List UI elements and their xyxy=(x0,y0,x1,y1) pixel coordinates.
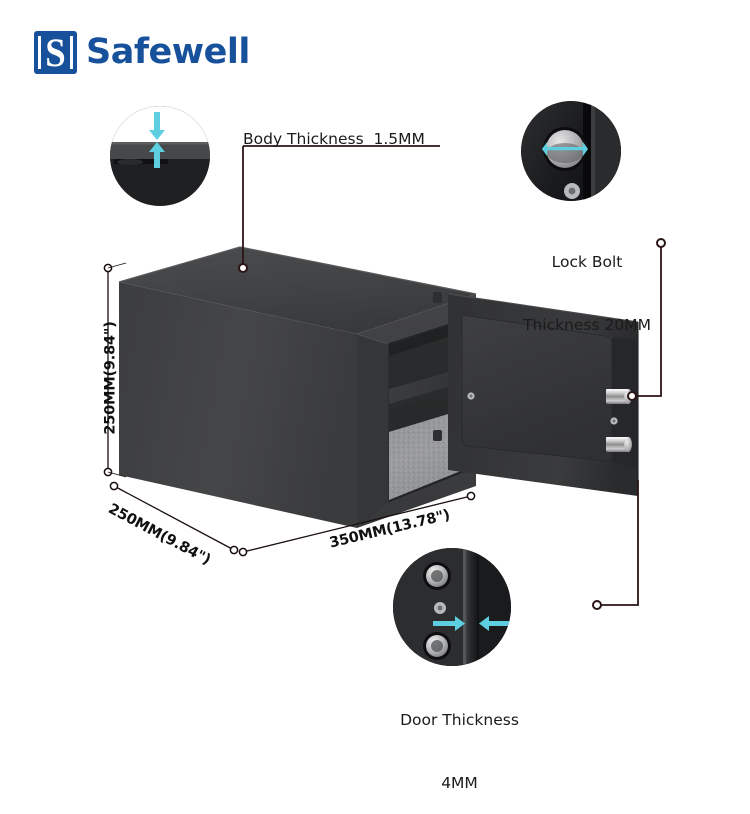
door-thickness-arrow-right xyxy=(433,616,465,631)
hinge-top xyxy=(433,292,442,303)
lock-bolt-label-line1: Lock Bolt xyxy=(551,252,623,271)
bolt-thickness-arrow xyxy=(542,142,588,156)
door-thickness-label-line1: Door Thickness xyxy=(400,710,519,729)
safe-door xyxy=(447,293,639,496)
brand-logo: S Safewell xyxy=(34,31,250,74)
body-thickness-label: Body Thickness 1.5MM xyxy=(243,130,425,148)
logo-letter: S xyxy=(45,29,66,75)
door-thickness-detail xyxy=(393,548,511,666)
thickness-arrow-up xyxy=(149,142,165,168)
dimension-lines xyxy=(103,262,476,557)
product-illustration xyxy=(103,145,666,610)
lock-bolt-label: Lock Bolt Thickness 20MM xyxy=(512,210,662,356)
lock-bolt-label-line2: Thickness 20MM xyxy=(522,315,651,334)
safe-body xyxy=(118,246,477,528)
lock-bolt-lower xyxy=(606,436,632,453)
door-thickness-arrow-left xyxy=(479,616,511,631)
dimension-height-label: 250MM(9.84") xyxy=(102,321,119,435)
thickness-arrow-down xyxy=(149,112,165,140)
callout-leaders xyxy=(238,145,666,610)
safewell-logo-icon: S xyxy=(34,31,77,74)
hinge-bottom xyxy=(433,430,442,441)
door-thickness-label-line2: 4MM xyxy=(441,773,478,792)
door-thickness-label: Door Thickness 4MM xyxy=(382,668,537,814)
body-thickness-detail xyxy=(110,106,210,206)
lock-bolt-detail xyxy=(521,101,621,201)
brand-name: Safewell xyxy=(86,32,250,72)
